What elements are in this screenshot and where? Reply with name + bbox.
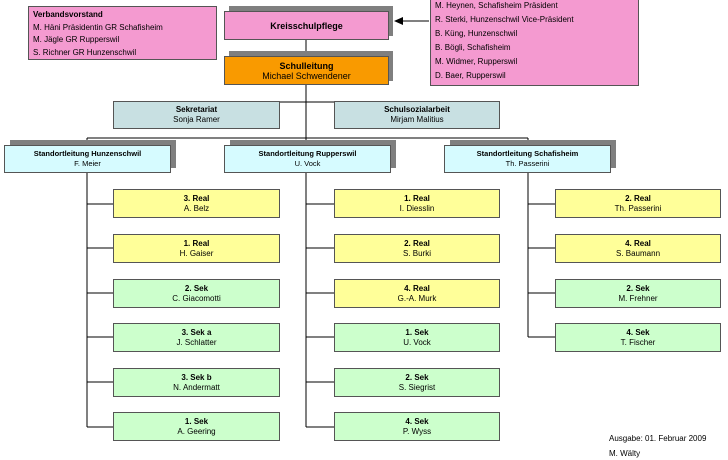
kreisschulpflege-members: M. Heynen, Schafisheim Präsident R. Ster… (430, 0, 639, 86)
class-teacher: G.-A. Murk (397, 293, 437, 303)
class-teacher: M. Frehner (618, 293, 658, 303)
class-teacher: H. Gaiser (179, 248, 214, 258)
standort-schafisheim: Standortleitung Schafisheim Th. Passerin… (444, 145, 611, 173)
kreisschulpflege-member: M. Widmer, Rupperswil (435, 57, 518, 66)
kreisschulpflege-member: M. Heynen, Schafisheim Präsident (435, 1, 558, 10)
kreisschulpflege-member: R. Sterki, Hunzenschwil Vice-Präsident (435, 15, 574, 24)
standort-leader: U. Vock (294, 159, 321, 168)
class-teacher: C. Giacomotti (172, 293, 221, 303)
class-name: 1. Sek (184, 416, 209, 426)
class-box: 3. Sek a J. Schlatter (113, 323, 280, 352)
standort-title: Standortleitung Rupperswil (258, 149, 357, 158)
class-teacher: I. Diesslin (399, 203, 435, 213)
verbandsvorstand-member: M. Jägle GR Rupperswil (33, 35, 120, 44)
class-box: 4. Real S. Baumann (555, 234, 721, 263)
class-name: 4. Real (625, 238, 651, 248)
kreisschulpflege-member: B. Küng, Hunzenschwil (435, 29, 518, 38)
verbandsvorstand-member: M. Häni Präsidentin GR Schafisheim (33, 22, 163, 32)
verbandsvorstand-member: S. Richner GR Hunzenschwil (33, 47, 137, 57)
class-name: 4. Sek (626, 327, 650, 337)
class-name: 1. Real (183, 238, 210, 248)
standort-rupperswil: Standortleitung Rupperswil U. Vock (224, 145, 391, 173)
schulleitung-box: Schulleitung Michael Schwendener (224, 56, 389, 85)
kreisschulpflege-member: D. Baer, Rupperswil (435, 71, 506, 80)
sozialarbeit-title: Schulsozialarbeit (384, 105, 450, 114)
sekretariat-title: Sekretariat (175, 105, 218, 114)
class-box: 1. Real I. Diesslin (334, 189, 500, 218)
standort-leader: Th. Passerini (505, 159, 550, 168)
class-name: 1. Sek (405, 327, 429, 337)
schulleitung-name: Michael Schwendener (262, 70, 351, 81)
class-teacher: T. Fischer (620, 337, 656, 347)
class-box: 4. Real G.-A. Murk (334, 279, 500, 308)
class-box: 2. Sek C. Giacomotti (113, 279, 280, 308)
class-teacher: U. Vock (403, 337, 431, 347)
class-box: 1. Sek U. Vock (334, 323, 500, 352)
class-box: 2. Sek S. Siegrist (334, 368, 500, 397)
class-name: 2. Sek (405, 372, 429, 382)
class-name: 2. Real (625, 193, 651, 203)
verbandsvorstand-title: Verbandsvorstand (33, 10, 103, 19)
sozialarbeit-name: Mirjam Malitius (390, 115, 444, 124)
footer-date: Ausgabe: 01. Februar 2009 (609, 434, 707, 443)
standort-leader: F. Meier (74, 159, 101, 168)
class-box: 2. Real Th. Passerini (555, 189, 721, 218)
class-box: 3. Sek b N. Andermatt (113, 368, 280, 397)
footer-author: M. Wälty (609, 449, 641, 458)
class-teacher: A. Belz (183, 203, 210, 213)
class-name: 1. Real (404, 193, 430, 203)
schulleitung-title: Schulleitung (279, 60, 334, 71)
class-teacher: N. Andermatt (173, 382, 220, 392)
standort-title: Standortleitung Hunzenschwil (33, 149, 142, 158)
class-teacher: J. Schlatter (176, 337, 217, 347)
sozialarbeit-box: Schulsozialarbeit Mirjam Malitius (334, 101, 500, 129)
class-name: 4. Real (404, 283, 430, 293)
class-box: 4. Sek P. Wyss (334, 412, 500, 441)
kreisschulpflege-title: Kreisschulpflege (270, 20, 343, 31)
class-box: 1. Sek A. Geering (113, 412, 280, 441)
class-teacher: S. Siegrist (398, 382, 436, 392)
class-box: 2. Sek M. Frehner (555, 279, 721, 308)
class-teacher: A. Geering (177, 426, 216, 436)
class-teacher: P. Wyss (402, 426, 432, 436)
sekretariat-box: Sekretariat Sonja Ramer (113, 101, 280, 129)
kreisschulpflege-box: Kreisschulpflege (224, 11, 389, 40)
class-teacher: S. Burki (402, 248, 431, 258)
class-name: 2. Real (404, 238, 430, 248)
standort-title: Standortleitung Schafisheim (476, 149, 579, 158)
kreisschulpflege-member: B. Bögli, Schafisheim (435, 43, 511, 52)
verbandsvorstand-box: Verbandsvorstand M. Häni Präsidentin GR … (28, 6, 217, 60)
class-box: 4. Sek T. Fischer (555, 323, 721, 352)
class-name: 2. Sek (626, 283, 650, 293)
class-teacher: Th. Passerini (614, 203, 662, 213)
class-name: 4. Sek (405, 416, 429, 426)
class-name: 3. Sek a (181, 327, 212, 337)
sekretariat-name: Sonja Ramer (173, 115, 220, 124)
standort-hunzenschwil: Standortleitung Hunzenschwil F. Meier (4, 145, 171, 173)
class-name: 3. Real (183, 193, 210, 203)
class-name: 2. Sek (184, 283, 209, 293)
class-box: 3. Real A. Belz (113, 189, 280, 218)
class-teacher: S. Baumann (615, 248, 661, 258)
class-box: 2. Real S. Burki (334, 234, 500, 263)
class-box: 1. Real H. Gaiser (113, 234, 280, 263)
class-name: 3. Sek b (181, 372, 212, 382)
